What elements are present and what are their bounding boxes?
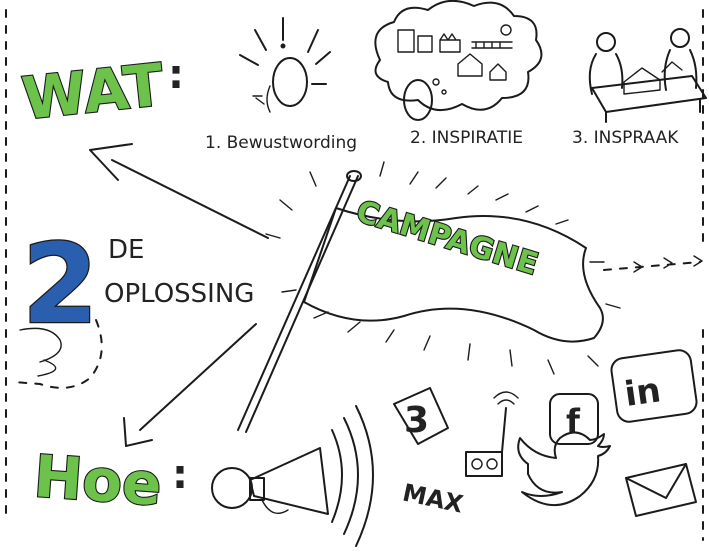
wat-title: WAT — [19, 50, 167, 132]
step-inspiratie: 2. INSPIRATIE — [374, 0, 543, 148]
thought-cloud-icon — [374, 0, 543, 121]
frame-dashes — [5, 9, 704, 541]
linkedin-label: in — [622, 370, 663, 415]
arrow-to-wat — [89, 143, 269, 239]
flag-rays — [265, 161, 621, 375]
dashed-arrow-right — [603, 255, 703, 273]
step-bewustwording: 1. Bewustwording — [205, 17, 357, 153]
campagne-flag: CAMPAGNE — [237, 161, 621, 433]
facebook-label: f — [566, 402, 581, 440]
flag-label: CAMPAGNE — [352, 194, 542, 282]
people-at-table-icon — [588, 28, 707, 123]
arrow-to-hoe — [123, 323, 257, 447]
radio-icon — [465, 391, 519, 477]
facebook-icon: f — [549, 393, 599, 445]
solution-number: 2 — [22, 220, 99, 348]
step-2-label: 2. INSPIRATIE — [410, 128, 523, 148]
hoe-title: Hoe — [32, 442, 164, 519]
step-inspraak: 3. INSPRAAK — [572, 28, 707, 148]
wat-colon: : — [168, 52, 184, 98]
max-label: MAX — [400, 479, 466, 519]
step-1-label: 1. Bewustwording — [205, 133, 357, 153]
solution-line1: DE — [108, 235, 144, 265]
megaphone-icon — [211, 405, 374, 547]
mail-icon — [625, 463, 697, 517]
head-thinking-icon — [239, 17, 331, 113]
twitter-icon — [517, 431, 611, 507]
solution-block: 2 DE OPLOSSING — [13, 219, 254, 389]
solution-line2: OPLOSSING — [104, 279, 254, 309]
wat-heading: WAT : — [18, 49, 184, 134]
linkedin-icon: in — [610, 349, 698, 423]
tv-logo-label: 3 — [404, 400, 429, 441]
hoe-heading: Hoe : — [31, 441, 188, 520]
step-3-label: 3. INSPRAAK — [572, 128, 679, 148]
tv-channel-logo: 3 — [393, 387, 449, 445]
hoe-colon: : — [172, 452, 188, 498]
media-icons: 3 MAX f in — [393, 349, 698, 519]
